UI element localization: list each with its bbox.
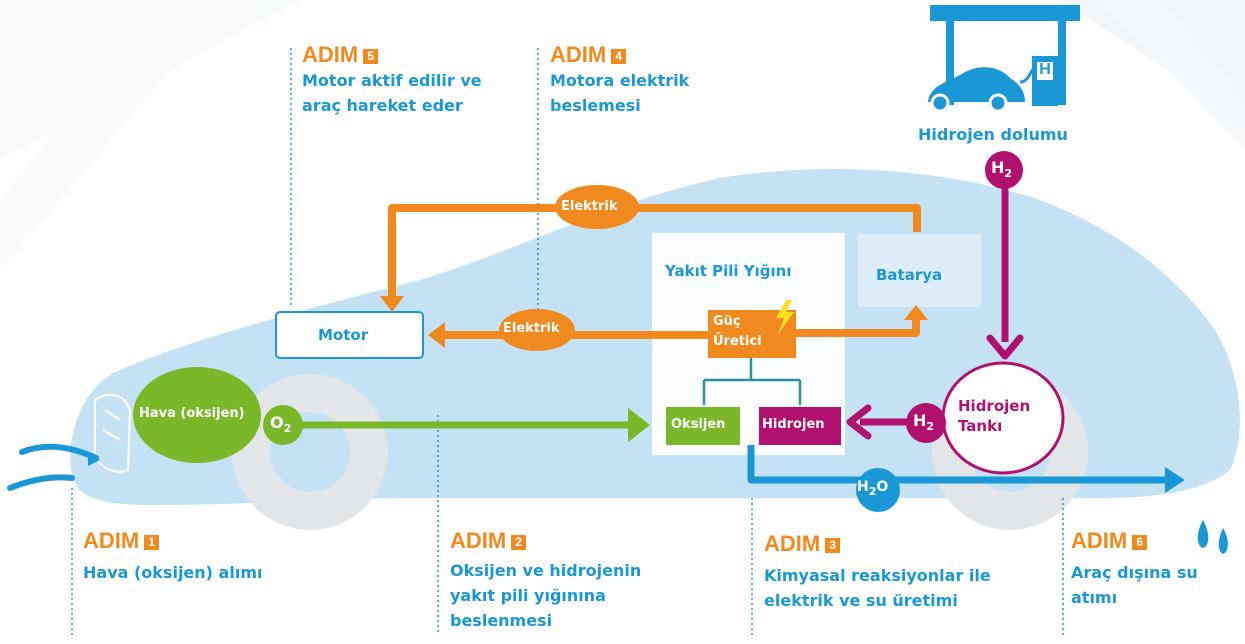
battery-box <box>858 234 981 307</box>
o2-circle <box>263 405 303 445</box>
h2o-base: H <box>857 479 869 495</box>
step-6-title: ADIM <box>1071 528 1128 553</box>
refuel-label: Hidrojen dolumu <box>918 125 1068 144</box>
hydrogen-label: Hidrojen <box>762 417 825 432</box>
step-6-text-line: atımı <box>1071 588 1118 607</box>
step-3-text-line: Kimyasal reaksiyonlar ile <box>764 566 991 585</box>
background-rays <box>0 0 1245 270</box>
power-generator-label: Güç Üretici <box>713 312 762 352</box>
step-4-title: ADIM <box>550 42 607 67</box>
step-3-number: 3 <box>825 538 841 553</box>
hydrogen-box <box>759 407 841 445</box>
stack-connectors <box>702 358 802 405</box>
step-5-text-line: araç hareket eder <box>302 96 463 115</box>
step-3: ADIM 3 Kimyasal reaksiyonlar ile elektrik … <box>764 531 991 613</box>
h2o-tail: O <box>876 479 889 495</box>
battery-label: Batarya <box>876 266 943 284</box>
electric-top-label: Elektrik <box>561 199 618 214</box>
h2-sub: 2 <box>1004 167 1013 181</box>
water-drop-icon-2 <box>1218 528 1228 554</box>
step-1-number: 1 <box>144 535 160 550</box>
h2-refuel-label: H2 <box>991 158 1012 180</box>
step-1-title: ADIM <box>83 528 140 553</box>
h2-circle-top <box>985 151 1023 189</box>
step-5-title: ADIM <box>302 42 359 67</box>
step-5-number: 5 <box>363 49 379 64</box>
h2o-label: H2O <box>857 479 888 498</box>
air-label: Hava (oksijen) <box>139 406 245 421</box>
hydrogen-station-icon <box>928 5 1080 113</box>
step-2-text-line: Oksijen ve hidrojenin <box>450 561 642 580</box>
step-4: ADIM 4 Motora elektrik beslemesi <box>550 42 689 118</box>
step-1-text-line: Hava (oksijen) alımı <box>83 563 263 582</box>
step-5: ADIM 5 Motor aktif edilir ve araç hareket … <box>302 42 482 118</box>
step-4-text-line: beslemesi <box>550 96 641 115</box>
air-ellipse <box>133 367 261 463</box>
hydrogen-tank-line: Tankı <box>958 417 1003 435</box>
electric-top-ellipse <box>555 185 639 229</box>
step-2-number: 2 <box>511 535 527 550</box>
oxygen-label: Oksijen <box>671 417 726 432</box>
motor-label: Motor <box>318 326 369 344</box>
water-drop-icon <box>1197 520 1209 548</box>
h2-circle-tank <box>906 403 946 443</box>
step-2-text-line: beslenmesi <box>450 611 553 630</box>
lightning-icon <box>776 300 794 334</box>
oxygen-box <box>666 407 740 445</box>
motor-box <box>275 311 424 359</box>
o2-sub: 2 <box>283 422 292 436</box>
step-6-number: 6 <box>1132 535 1148 550</box>
step-2-text-line: yakıt pili yığınına <box>450 586 606 605</box>
step-3-text-line: elektrik ve su üretimi <box>764 591 958 610</box>
hydrogen-tank-line: Hidrojen <box>958 397 1031 415</box>
fuel-cell-stack-label: Yakıt Pili Yığını <box>665 262 792 280</box>
electric-mid-ellipse <box>499 309 575 351</box>
o2-label: O2 <box>270 413 291 435</box>
station-sign-label: H <box>1039 61 1051 78</box>
step-3-title: ADIM <box>764 531 821 556</box>
electric-line-battery <box>796 318 920 337</box>
water-outflow-line <box>747 445 1170 484</box>
step-2-title: ADIM <box>450 528 507 553</box>
step-2: ADIM 2 Oksijen ve hidrojenin yakıt pili yı… <box>450 528 641 633</box>
h2-base: H <box>913 411 927 430</box>
step-1: ADIM 1 Hava (oksijen) alımı <box>83 528 262 585</box>
o2-base: O <box>270 413 284 432</box>
step-6: ADIM 6 Araç dışına su atımı <box>1071 528 1198 610</box>
hydrogen-tank-label: Hidrojen Tankı <box>958 396 1030 436</box>
power-generator-line: Üretici <box>713 334 762 349</box>
step-4-text-line: Motora elektrik <box>550 71 690 90</box>
h2-tank-label: H2 <box>913 411 934 433</box>
h2-base: H <box>991 158 1005 177</box>
power-generator-line: Güç <box>713 314 741 329</box>
step-5-text-line: Motor aktif edilir ve <box>302 71 482 90</box>
step-leader-lines <box>71 48 1064 635</box>
step-6-text-line: Araç dışına su <box>1071 563 1198 582</box>
h2o-sub: 2 <box>868 484 877 498</box>
electric-line-top <box>388 204 921 300</box>
electric-mid-label: Elektrik <box>503 321 560 336</box>
h2o-circle <box>856 468 900 512</box>
h2-sub: 2 <box>926 420 935 434</box>
headlight-icon <box>94 393 132 473</box>
step-4-number: 4 <box>611 49 627 64</box>
